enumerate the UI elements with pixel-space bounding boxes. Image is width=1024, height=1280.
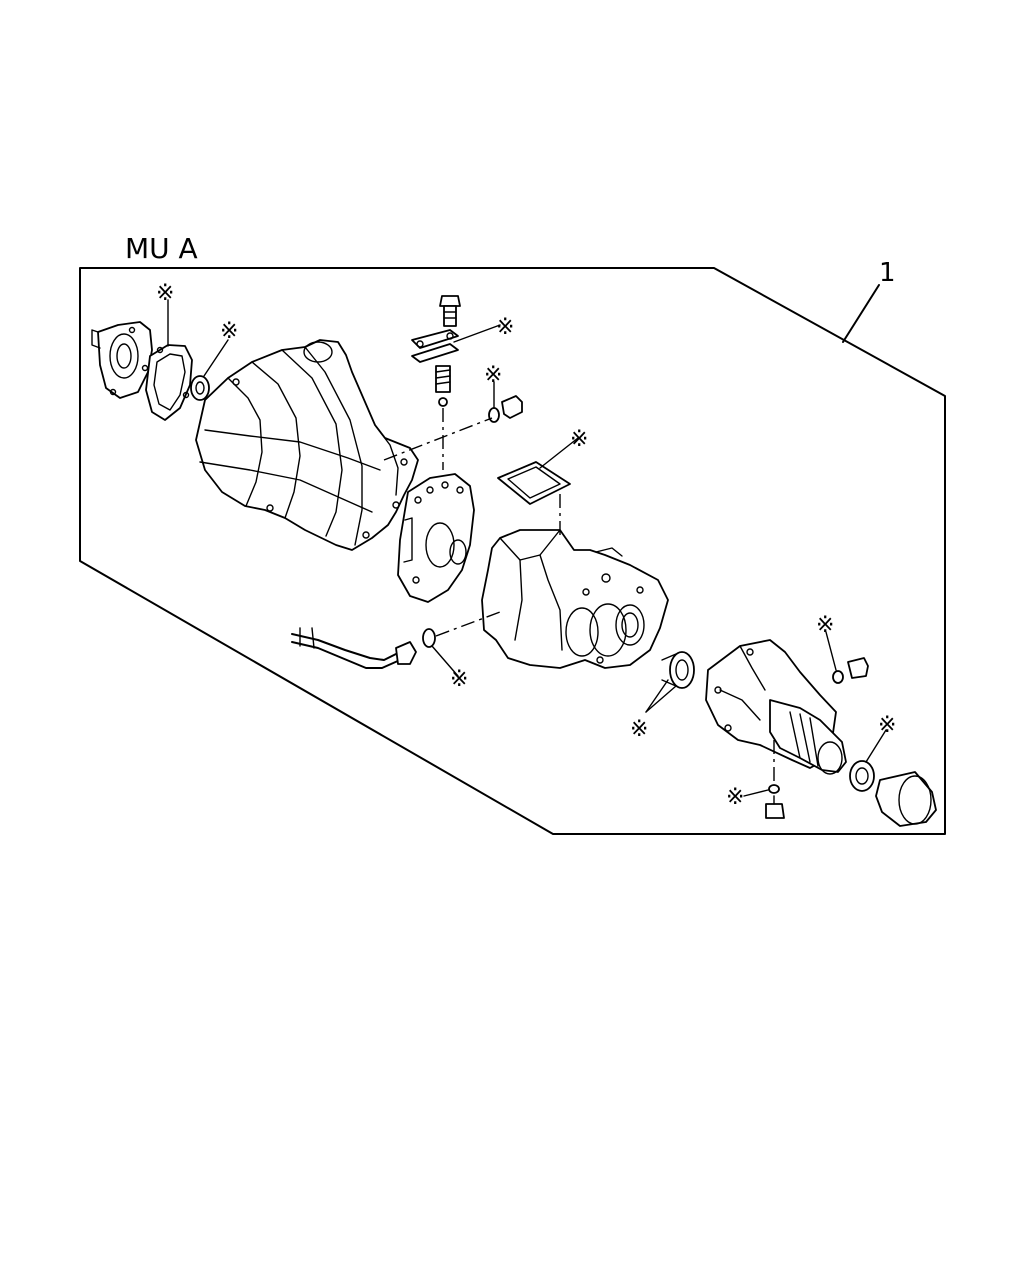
detent-ball (438, 397, 448, 407)
leader-line (203, 339, 229, 377)
leader-line (865, 729, 887, 763)
lock-plate (411, 329, 459, 363)
sensor-washer (422, 628, 436, 648)
kit-frame (79, 267, 946, 835)
marker-asterisk: ※ (630, 717, 648, 742)
cover-gasket (497, 461, 571, 505)
front-gasket (145, 344, 193, 421)
speed-sensor-cable (291, 627, 417, 669)
plug-with-o-ring (488, 395, 523, 423)
intermediate-plate (397, 473, 475, 603)
marker-asterisk: ※ (220, 319, 238, 344)
leader-line (453, 324, 501, 343)
marker-asterisk: ※ (726, 785, 744, 810)
group-label: MU A (125, 232, 198, 265)
assembly-line (383, 417, 493, 461)
transmission-case (195, 339, 419, 551)
rear-extension-housing (705, 639, 847, 775)
callout-leader (842, 284, 880, 343)
drain-plug (765, 784, 785, 819)
rear-plug (832, 657, 869, 684)
assembly-line (435, 611, 501, 637)
marker-asterisk: ※ (878, 713, 896, 738)
marker-asterisk: ※ (156, 281, 174, 306)
top-bolt (439, 295, 461, 327)
marker-asterisk: ※ (450, 667, 468, 692)
dust-cover-sleeve (875, 771, 937, 827)
marker-asterisk: ※ (496, 315, 514, 340)
marker-asterisk: ※ (484, 363, 502, 388)
leader-line (431, 645, 459, 677)
marker-asterisk: ※ (816, 613, 834, 638)
leader-line (743, 789, 769, 797)
detent-spring (435, 365, 451, 393)
front-oil-seal (190, 375, 210, 401)
transfer-housing (481, 529, 669, 669)
marker-asterisk: ※ (570, 427, 588, 452)
output-oil-seal (661, 651, 695, 689)
leader-line (539, 437, 579, 469)
rear-oil-seal (849, 760, 875, 792)
front-bearing-retainer (91, 321, 153, 399)
leader-line (645, 679, 669, 713)
leader-line (825, 631, 837, 671)
leader-line (645, 685, 677, 713)
callout-number: 1 (879, 258, 896, 288)
